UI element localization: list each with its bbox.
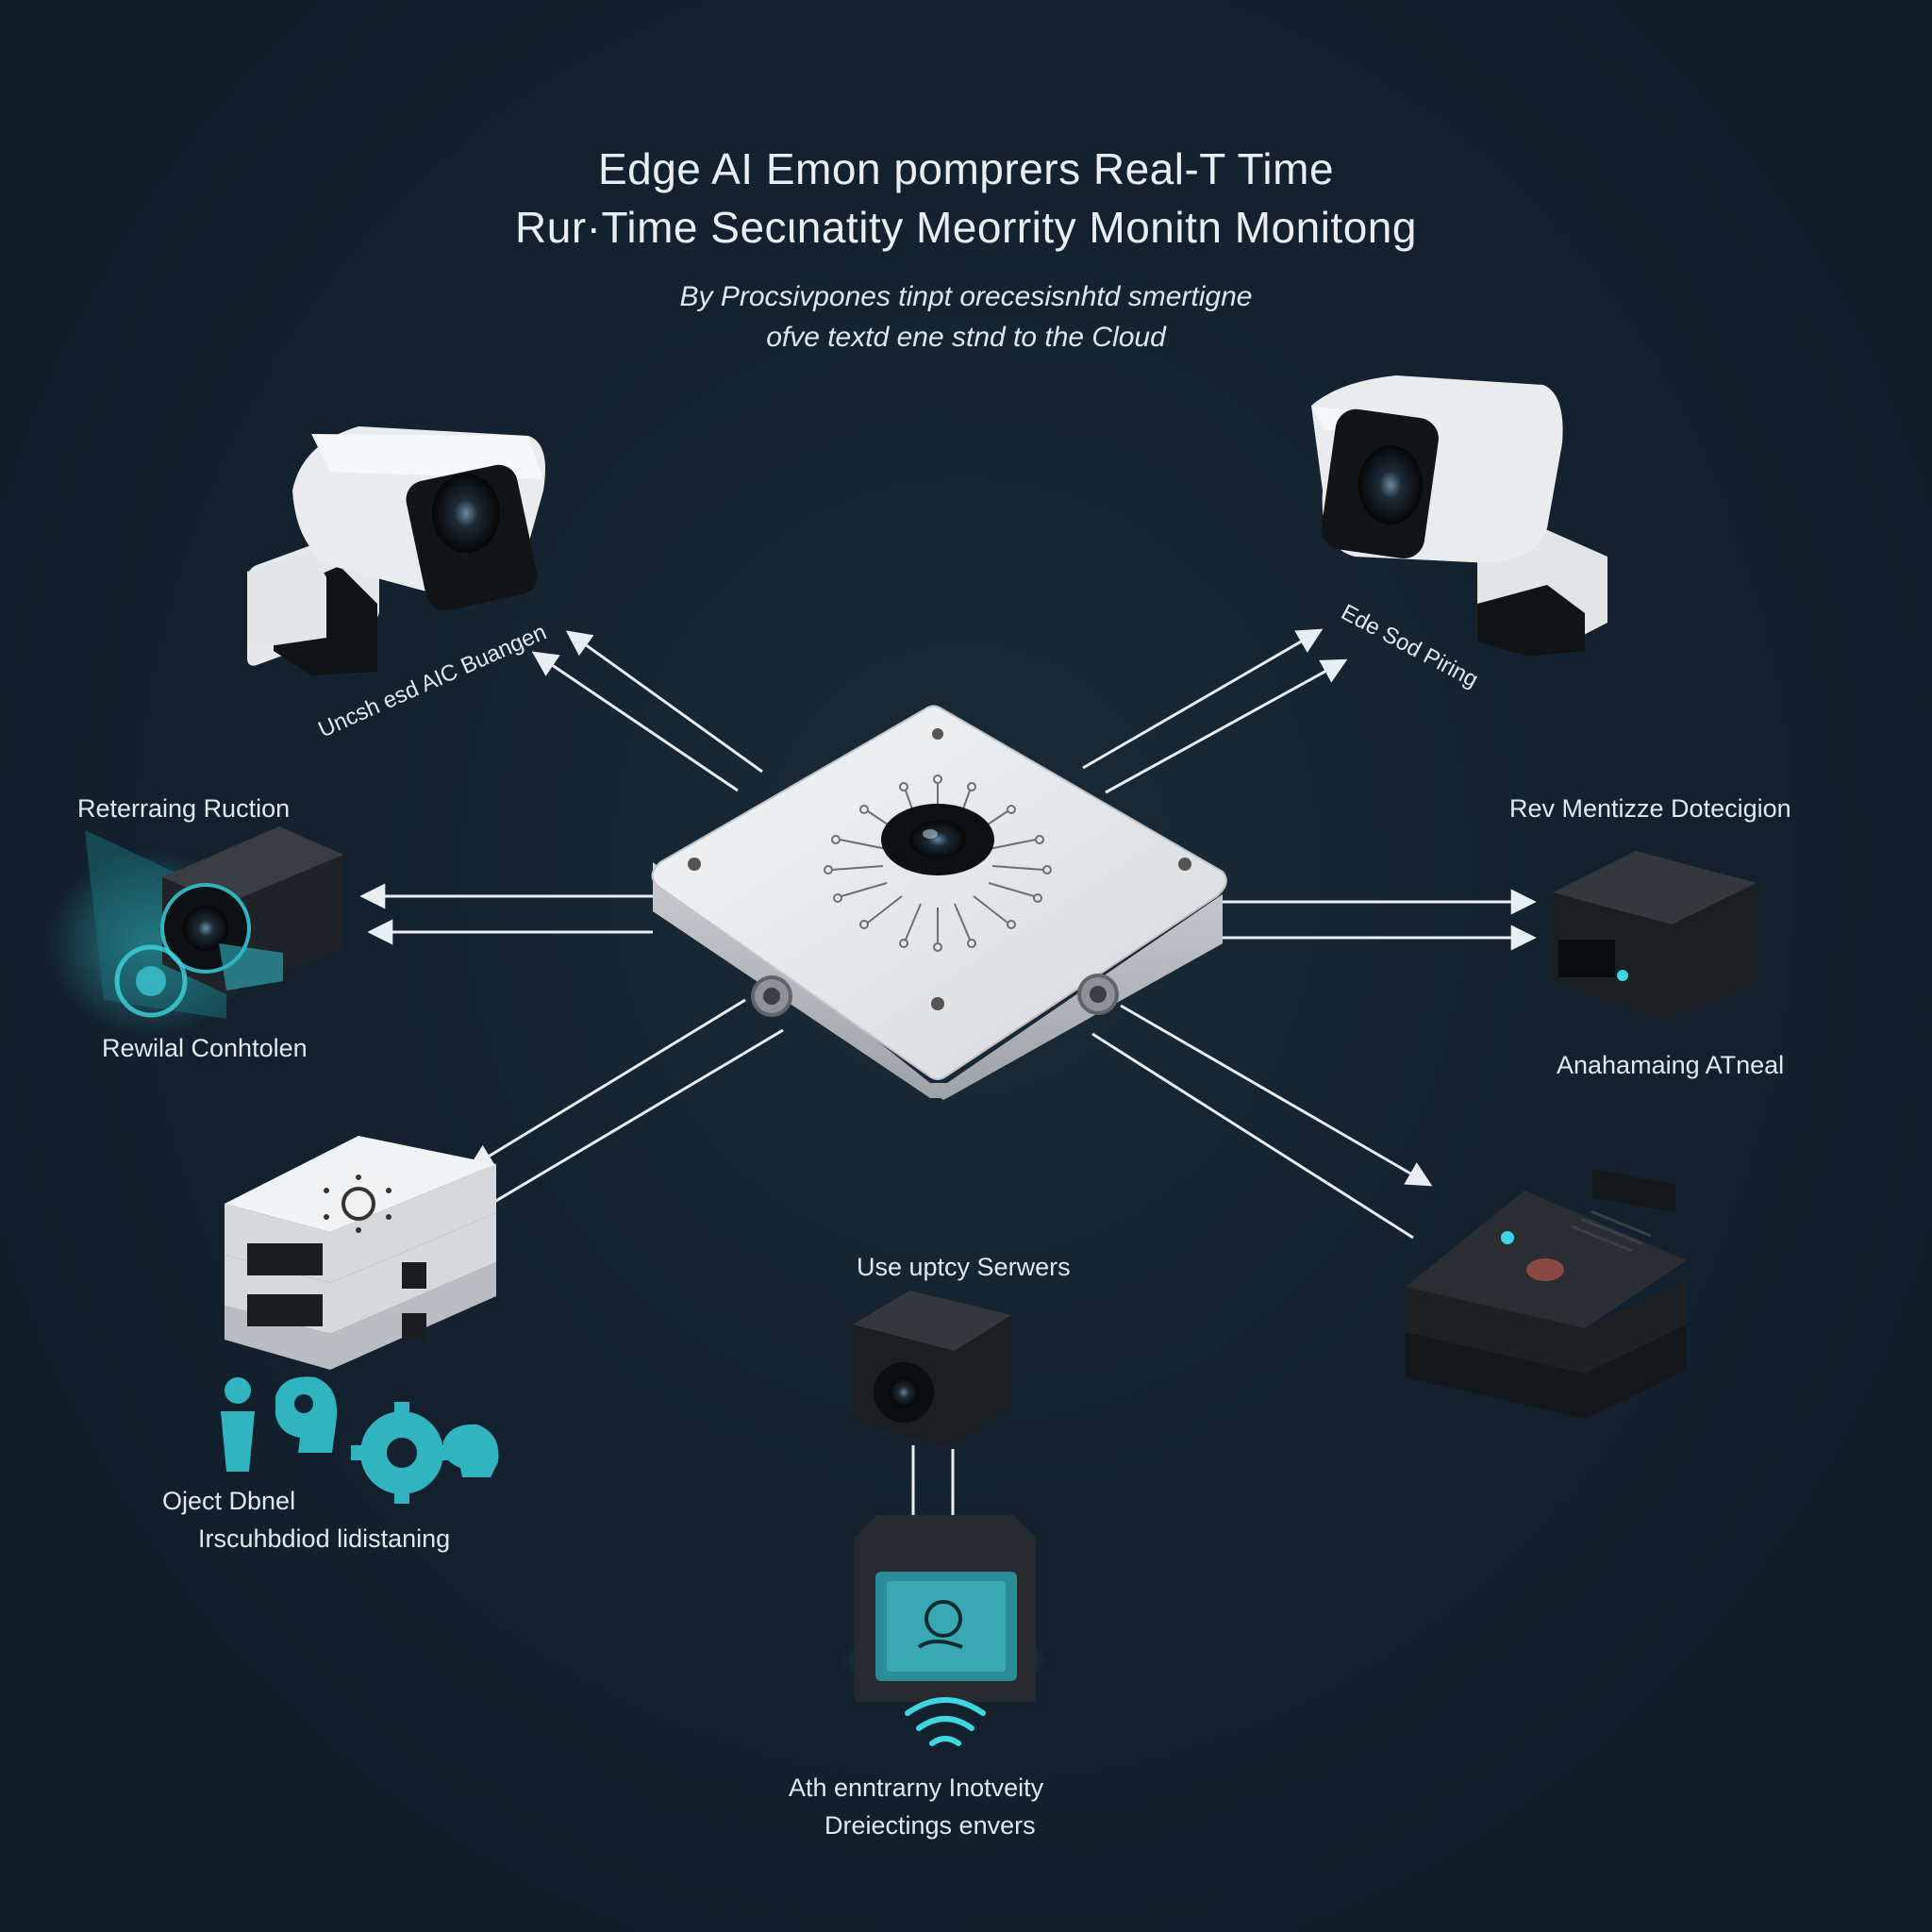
person-icon: [221, 1377, 255, 1472]
circuit-pattern-icon: [824, 774, 1052, 952]
arrow-top-left-2: [531, 651, 739, 792]
arrow-bottom-right-1: [1120, 1004, 1433, 1187]
edge-ai-hub: [651, 705, 1227, 1100]
wifi-icon: [905, 1697, 986, 1746]
camera-lens-icon: [1358, 445, 1423, 525]
gear-icon: [351, 1402, 453, 1504]
head-profile-icon: [443, 1424, 499, 1477]
arrow-bottom-left-1: [467, 998, 746, 1170]
detection-module-right: [1553, 851, 1757, 1213]
camera-lens-icon: [432, 474, 500, 553]
arrow-bottom-right-2: [1091, 1032, 1414, 1240]
arrow-top-right-1: [1082, 628, 1324, 770]
processor-icon: [341, 1187, 375, 1221]
power-button-icon: [1526, 1258, 1564, 1281]
arrow-bottom-left-2: [493, 1028, 784, 1204]
arrow-top-right-2: [1105, 658, 1348, 794]
screw-1: [688, 858, 701, 871]
ai-camera-left: [47, 826, 343, 1038]
status-light-icon: [1501, 1231, 1514, 1244]
label-left-bottom: Rewilal Conhtolen: [102, 1034, 308, 1062]
label-bottom-left-line2: Irscuhbdiod lidistaning: [198, 1524, 451, 1553]
label-left-top: Reterraing Ruction: [77, 794, 291, 823]
subtitle-line-1: By Procsivpones tinpt orecesisnhtd smert…: [679, 281, 1253, 312]
subtitle-line-2: ofve textd ene stnd to the Cloud: [766, 322, 1166, 353]
connection-arrows: [359, 628, 1537, 1240]
stacked-server-bottom-left: [225, 1136, 496, 1370]
display-terminal: [841, 1515, 1049, 1746]
label-right-bottom: Anahamaing ATneal: [1557, 1051, 1785, 1079]
router-bottom-right: [1406, 1191, 1687, 1419]
label-bottom-center-line2: Dreiectings envers: [824, 1811, 1036, 1840]
security-camera-top-right: [1311, 375, 1607, 657]
camera-bottom-center: [853, 1291, 1011, 1517]
label-bottom-left-line1: Oject Dbnel: [162, 1487, 296, 1515]
status-light-icon: [1617, 970, 1628, 981]
analytics-icons: [221, 1376, 499, 1504]
ai-symbol-icon: [924, 1600, 962, 1638]
title-line-1: Edge AI Emon pomprers Real-T Time: [597, 144, 1335, 193]
label-top-right-arrow: Ede Sod Piring: [1337, 599, 1482, 692]
label-bottom-center-line1: Ath enntrarny Inotveity: [789, 1774, 1044, 1802]
screw-2: [1178, 858, 1191, 871]
arrow-top-left-1: [565, 630, 763, 774]
screw-3: [931, 997, 944, 1010]
label-right-top: Rev Mentizze Dotecigion: [1509, 794, 1791, 823]
security-camera-top-left: [247, 426, 545, 675]
face-recognition-icon: [275, 1376, 338, 1453]
title-line-2: Rur·Time Secιnatity Meorrity Monitn Moni…: [515, 203, 1417, 252]
screw-4: [932, 728, 943, 740]
label-bottom-center-top: Use uptcy Serwers: [857, 1253, 1071, 1281]
